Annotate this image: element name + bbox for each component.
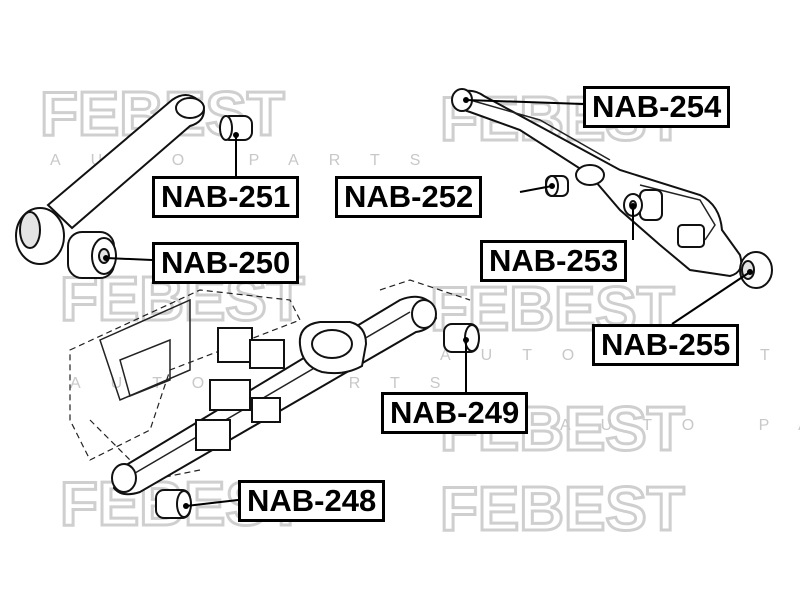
control-arm-right	[451, 88, 743, 278]
beam-eye-right	[411, 299, 437, 329]
axle-bracket	[217, 327, 253, 363]
leader-dot	[183, 503, 189, 509]
leader-dot	[103, 255, 109, 261]
arm-eye-upper	[175, 97, 205, 119]
bushing-face	[219, 115, 233, 141]
frame-rail-inner	[119, 338, 171, 398]
leader-dot	[233, 132, 239, 138]
leader-nab-248	[185, 499, 239, 507]
part-label-nab-248: NAB-248	[238, 480, 386, 522]
axle-beam-edge	[129, 311, 411, 477]
leader-lines	[103, 97, 753, 509]
part-label-nab-253: NAB-253	[480, 240, 628, 282]
bushing-nab-251	[219, 115, 253, 141]
axle-bracket	[195, 419, 231, 451]
control-arm-edge	[469, 99, 611, 161]
bushing-nab-249	[443, 323, 480, 353]
leader-dot	[463, 97, 469, 103]
arm-bracket-lower	[677, 224, 705, 248]
axle-bracket	[251, 397, 281, 423]
body-outline-dashed	[379, 279, 471, 301]
axle-beam-assembly	[69, 279, 471, 496]
leader-dot	[630, 203, 636, 209]
beam-eye-left	[111, 463, 137, 493]
leader-dot	[549, 183, 555, 189]
leader-dot	[463, 337, 469, 343]
watermark-brand: FEBEST	[440, 475, 685, 544]
leader-nab-252	[519, 185, 553, 193]
watermark-sub: AUTO PARTS	[560, 417, 800, 434]
control-arm-edge	[639, 184, 716, 241]
arm-eye-lower-inner	[19, 211, 41, 249]
part-label-nab-251: NAB-251	[152, 176, 300, 218]
axle-bracket	[209, 379, 251, 411]
watermark-sub: AUTO PARTS	[70, 375, 470, 392]
leader-nab-255	[671, 271, 751, 325]
bushing-nab-250	[67, 231, 117, 279]
part-label-nab-252: NAB-252	[335, 176, 483, 218]
axle-bracket	[249, 339, 285, 369]
part-label-nab-249: NAB-249	[381, 392, 529, 434]
part-label-nab-254: NAB-254	[583, 86, 731, 128]
bushing-nab-255	[739, 251, 773, 289]
arm-eye-mid	[575, 164, 605, 186]
trailing-arm-left	[15, 94, 206, 265]
part-label-nab-250: NAB-250	[152, 242, 300, 284]
frame-rail	[99, 298, 191, 402]
arm-bracket	[639, 189, 663, 221]
differential-cover	[311, 329, 353, 359]
part-label-nab-255: NAB-255	[592, 324, 740, 366]
leader-nab-254	[465, 99, 584, 105]
leader-dot	[747, 269, 753, 275]
leader-nab-250	[105, 257, 153, 261]
